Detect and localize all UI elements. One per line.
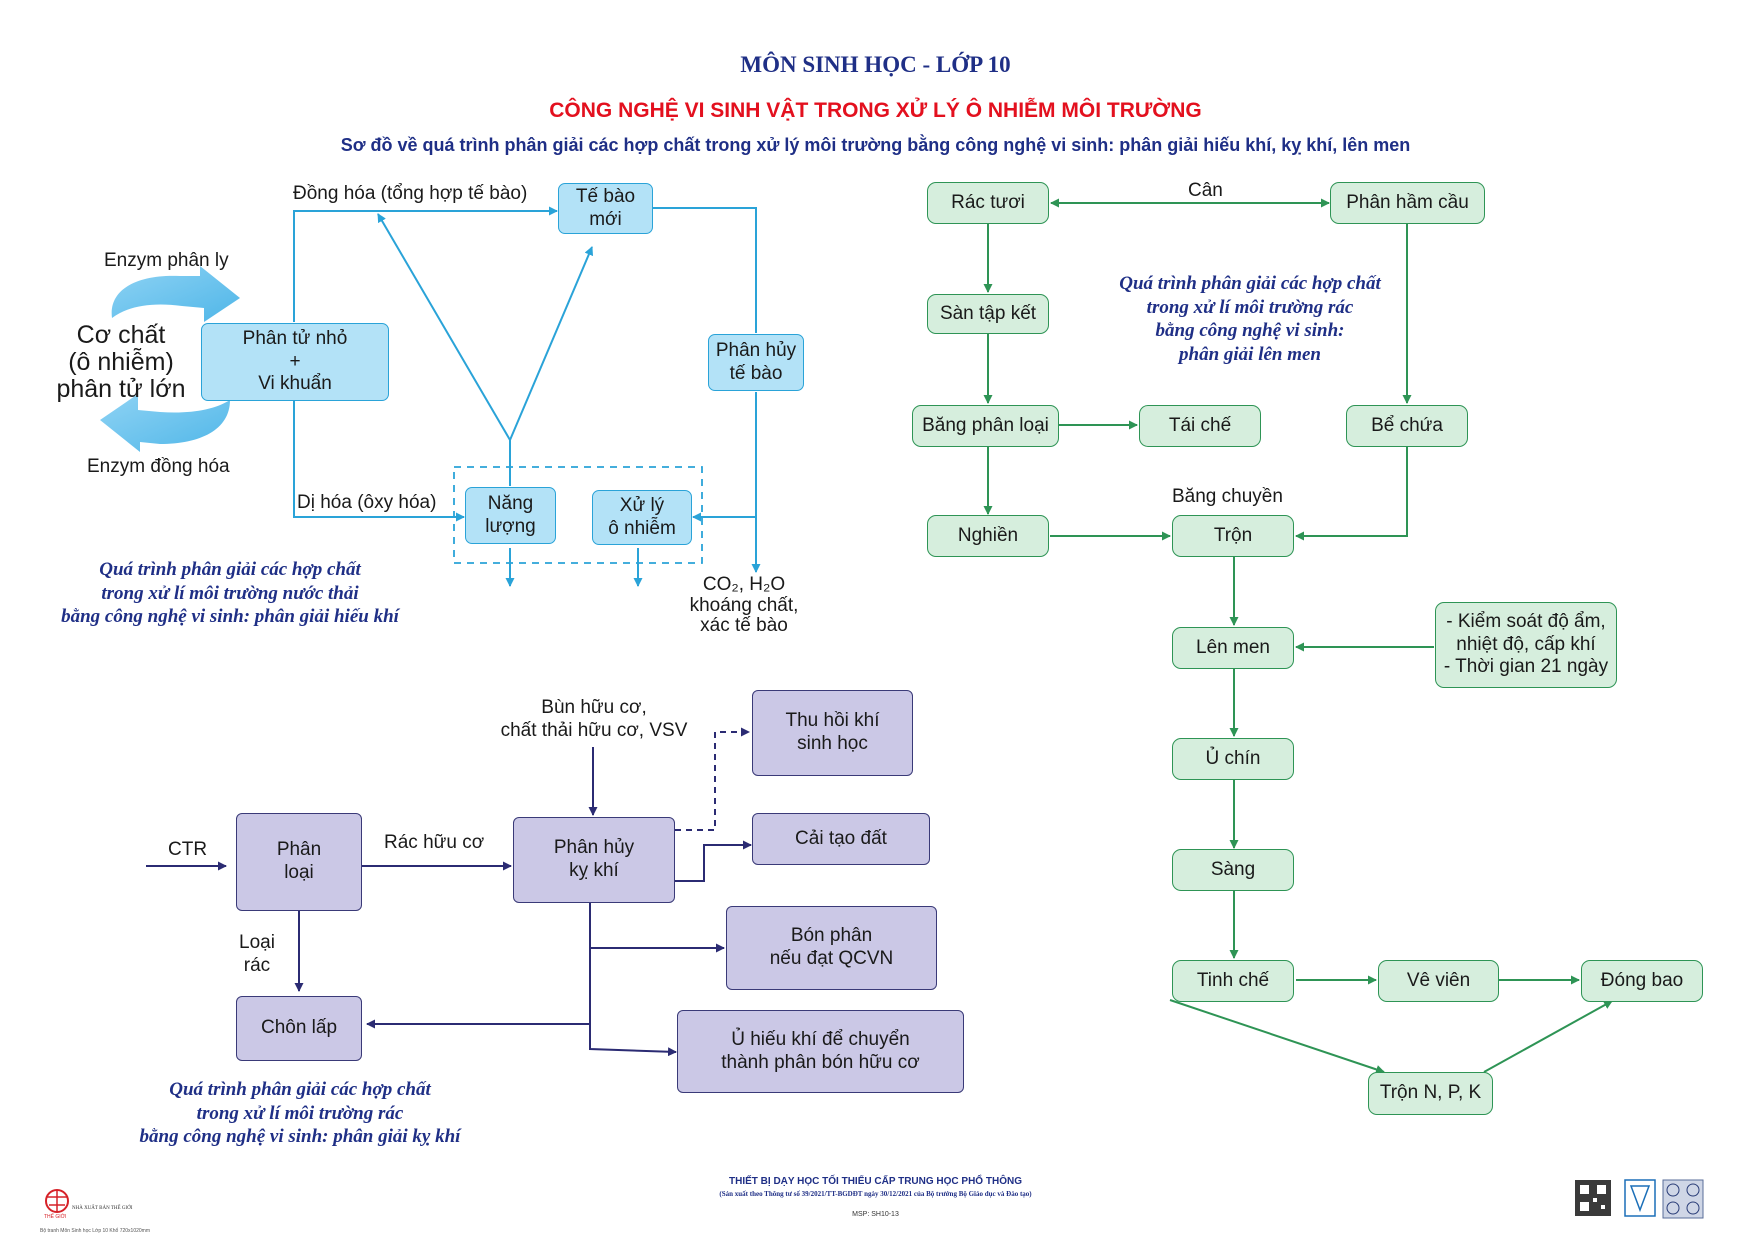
subject-title: MÔN SINH HỌC - LỚP 10 [740,52,1011,77]
substrate-label: Cơ chất (ô nhiễm) phân tử lớn [56,321,186,403]
sieve-box: Sàng [1172,849,1294,891]
publisher-logo-text: THẾ GIỚI [44,1214,67,1220]
biogas-recovery-box: Thu hồi khí sinh học [752,690,913,776]
publisher-name: NHÀ XUẤT BẢN THẾ GIỚI [72,1206,133,1211]
maturation-box: Ủ chín [1172,738,1294,780]
small-molecule-bacteria-box: Phân tử nhỏ + Vi khuẩn [201,323,389,401]
fermentation-caption: Quá trình phân giải các hợp chất trong x… [1119,273,1381,365]
npk-mix-box: Trộn N, P, K [1368,1072,1493,1115]
fermentation-box: Lên men [1172,627,1294,669]
mix-box: Trộn [1172,515,1294,557]
energy-box: Năng lượng [465,487,556,544]
recycle-box: Tái chế [1139,405,1261,447]
enzyme-dissociation-label: Enzym phân ly [104,250,229,271]
refine-box: Tinh chế [1172,960,1294,1002]
dissimilation-label: Dị hóa (ôxy hóa) [297,492,437,513]
end-products-label: CO₂, H₂O khoáng chất, xác tế bào [689,574,799,637]
anaerobic-decomposition-box: Phân hủy kỵ khí [513,817,675,903]
footer-product-code: MSP: SH10-13 [852,1211,899,1218]
storage-tank-box: Bể chứa [1346,405,1468,447]
soil-improvement-box: Cải tạo đất [752,813,930,865]
enzyme-cycle-bottom-arrow [100,394,230,452]
page-title: CÔNG NGHỆ VI SINH VẬT TRONG XỬ LÝ Ô NHIỄ… [549,99,1202,122]
ctr-label: CTR [168,839,208,860]
pellet-box: Vê viên [1378,960,1499,1002]
anaerobic-connectors [146,727,752,1057]
collection-floor-box: Sàn tập kết [927,294,1049,334]
qr-code [1575,1180,1611,1216]
pollution-treatment-box: Xử lý ô nhiễm [592,490,692,545]
belt-conveyor-label: Băng chuyền [1172,486,1283,507]
organic-waste-label: Rác hữu cơ [384,832,485,853]
grind-box: Nghiền [927,515,1049,557]
sorting-conveyor-box: Băng phân loại [912,405,1059,447]
fresh-waste-box: Rác tươi [927,182,1049,224]
new-cell-box: Tế bào mới [558,183,653,234]
enzyme-assimilation-label: Enzym đồng hóa [87,456,230,477]
aerobic-connectors [293,206,761,587]
enzyme-cycle-top-arrow [111,266,240,322]
publisher-logo-mark [45,1189,69,1213]
process-control-box: - Kiểm soát độ ẩm, nhiệt độ, cấp khí - T… [1435,602,1617,688]
fertilizer-box: Bón phân nếu đạt QCVN [726,906,937,990]
landfill-box: Chôn lấp [236,996,362,1061]
footer-regulation: (Sản xuất theo Thông tư số 39/2021/TT-BG… [719,1190,1032,1198]
page-subtitle: Sơ đồ về quá trình phân giải các hợp chấ… [340,135,1411,155]
septic-sludge-box: Phân hầm cầu [1330,182,1485,224]
print-info: Bộ tranh Môn Sinh học Lớp 10 Khổ 720x102… [40,1228,151,1234]
reject-waste-label: Loại rác [239,932,275,976]
aerobic-caption: Quá trình phân giải các hợp chất trong x… [61,559,399,628]
fermentation-connectors [983,198,1613,1074]
assimilation-label: Đồng hóa (tổng hợp tế bào) [293,183,528,204]
footer-equipment-title: THIẾT BỊ DẠY HỌC TỐI THIỂU CẤP TRUNG HỌC… [729,1176,1022,1187]
anaerobic-caption: Quá trình phân giải các hợp chất trong x… [139,1079,461,1148]
cell-decomposition-box: Phân hủy tế bào [708,334,804,391]
weigh-label: Cân [1188,180,1223,201]
certification-logos [1624,1179,1704,1219]
aerobic-compost-box: Ủ hiếu khí để chuyển thành phân bón hữu … [677,1010,964,1093]
pack-box: Đóng bao [1581,960,1703,1002]
sludge-input-label: Bùn hữu cơ, chất thải hữu cơ, VSV [500,697,688,741]
classify-box: Phân loại [236,813,362,911]
